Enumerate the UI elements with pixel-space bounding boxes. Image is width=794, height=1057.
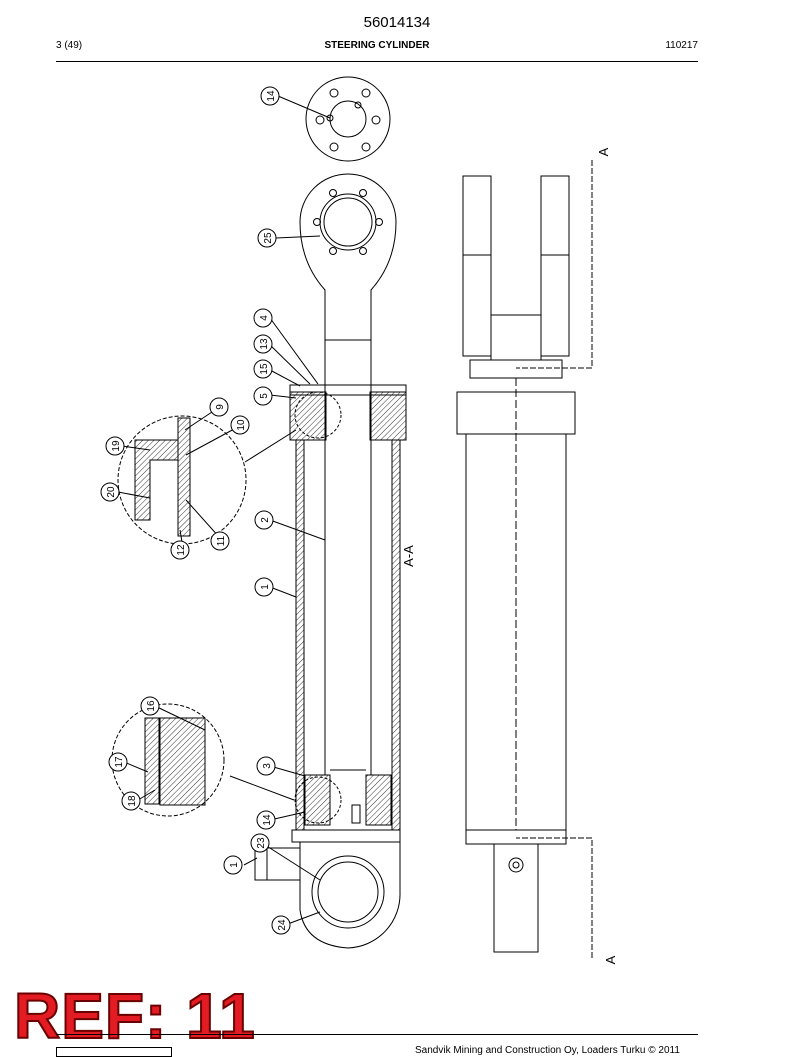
section-view-a-a	[456, 160, 593, 958]
reference-stamp: REF: 11	[13, 980, 256, 1052]
balloon-13: 13	[259, 338, 270, 350]
balloon-12: 12	[176, 544, 187, 556]
balloon-9: 9	[215, 404, 226, 410]
header-divider	[56, 61, 698, 62]
balloon-10: 10	[236, 419, 247, 431]
company-logo	[56, 1047, 172, 1057]
balloon-20: 20	[106, 486, 117, 498]
section-label: A-A	[401, 545, 416, 567]
balloon-17: 17	[114, 756, 125, 768]
header-row: 3 (49) STEERING CYLINDER 110217	[56, 40, 698, 58]
balloon-5: 5	[259, 393, 270, 399]
leader-lines	[117, 95, 331, 926]
part-number: 56014134	[363, 14, 431, 31]
balloon-2: 2	[260, 517, 271, 523]
balloon-23: 23	[256, 837, 267, 849]
cylinder-barrel	[295, 439, 401, 831]
balloon-1-barrel: 1	[260, 584, 271, 590]
footer-divider	[56, 1034, 698, 1035]
balloon-24: 24	[277, 919, 288, 931]
piston	[304, 769, 392, 826]
section-marker-bottom: A	[603, 955, 618, 964]
cylinder-head	[289, 384, 407, 441]
balloon-19: 19	[111, 440, 122, 452]
footer-copyright: Sandvik Mining and Construction Oy, Load…	[415, 1045, 680, 1056]
balloon-group: 14 25 4 13 15 5 9 10 19 20 11 12 2 1 16 …	[100, 86, 291, 935]
page-indicator: 3 (49)	[56, 40, 83, 51]
page-title: STEERING CYLINDER	[324, 40, 430, 51]
balloon-11: 11	[216, 535, 227, 546]
detail-callout-lower	[294, 776, 342, 824]
rod-eye	[299, 173, 397, 341]
balloon-16: 16	[146, 700, 157, 712]
section-marker-top: A	[596, 147, 611, 156]
detail-view-upper	[117, 415, 297, 545]
balloon-14-top: 14	[266, 90, 277, 102]
end-cap-view	[305, 76, 391, 162]
balloon-1-base: 1	[229, 862, 240, 868]
balloon-15: 15	[259, 363, 270, 375]
balloon-4: 4	[259, 315, 270, 321]
cylinder-base	[254, 829, 401, 949]
balloon-14-bottom: 14	[262, 814, 273, 826]
balloon-25: 25	[263, 232, 274, 244]
document-code: 110217	[665, 40, 698, 51]
detail-callout-upper	[294, 391, 342, 439]
balloon-3: 3	[262, 763, 273, 769]
balloon-18: 18	[127, 795, 138, 807]
